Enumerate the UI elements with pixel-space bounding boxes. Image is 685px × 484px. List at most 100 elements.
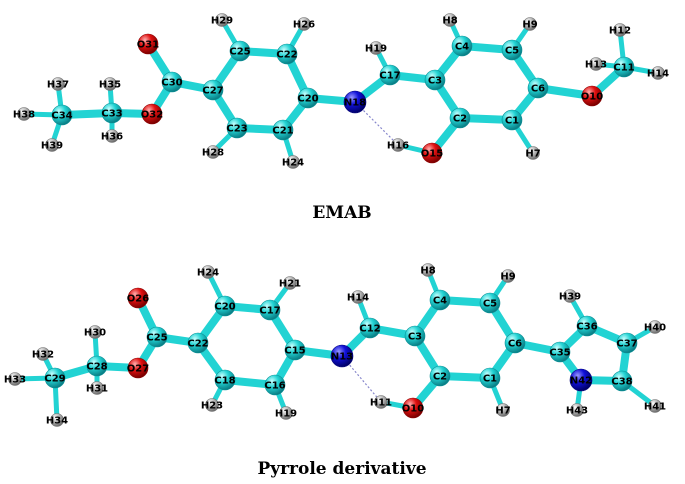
atom-label-0-C1: C1 [505,116,519,127]
atom-0-O32 [141,103,163,125]
atom-label-1-H11: H11 [370,398,392,409]
atom-label-0-O32: O32 [141,110,163,121]
atom-0-C21 [272,119,294,141]
atom-label-0-H19: H19 [365,44,387,55]
atom-0-H13 [589,57,603,71]
atom-0-C33 [101,102,123,124]
atom-label-0-H28: H28 [202,148,224,159]
atom-0-H14 [651,66,665,80]
atom-1-H41 [648,399,662,413]
atom-label-1-N42: N42 [570,376,592,387]
atom-label-1-C38: C38 [611,377,632,388]
atom-label-1-H19: H19 [275,409,297,420]
atom-1-C37 [616,332,638,354]
atom-1-H30 [88,325,102,339]
atom-label-1-C5: C5 [483,299,497,310]
atom-0-C1 [501,109,523,131]
atom-label-0-H35: H35 [99,80,121,91]
atom-1-H34 [50,413,64,427]
atom-0-H26 [297,17,311,31]
atom-1-H7 [496,403,510,417]
atom-0-H12 [613,23,627,37]
atom-label-1-C36: C36 [576,322,597,333]
atom-0-C20 [297,87,319,109]
caption-pyrrole-derivative: Pyrrole derivative [257,459,426,479]
atom-1-H43 [570,403,584,417]
atom-1-C25 [146,326,168,348]
atom-0-H36 [105,129,119,143]
atom-label-0-O10: O10 [581,92,603,103]
atom-1-H24 [201,265,215,279]
atom-1-C5 [479,292,501,314]
atom-0-H29 [215,13,229,27]
atom-label-1-C3: C3 [408,332,422,343]
atom-label-0-N18: N18 [344,98,366,109]
atom-1-C4 [429,289,451,311]
atom-1-H33 [8,372,22,386]
atom-1-H9 [501,269,515,283]
atom-label-1-C37: C37 [616,339,637,350]
atom-1-C35 [549,341,571,363]
atom-label-0-H38: H38 [13,110,35,121]
atom-1-C17 [259,299,281,321]
atom-label-0-C23: C23 [226,124,247,135]
atom-1-C16 [264,374,286,396]
atom-0-H19 [369,41,383,55]
atom-label-1-C4: C4 [433,296,447,307]
atom-label-1-H31: H31 [86,384,108,395]
atom-1-H23 [205,398,219,412]
atom-1-C29 [44,367,66,389]
atom-label-1-C2: C2 [433,372,447,383]
atom-1-C18 [214,369,236,391]
atom-label-1-H7: H7 [495,406,510,417]
atom-0-H24 [286,155,300,169]
atom-label-1-H30: H30 [84,328,106,339]
atom-0-C2 [449,107,471,129]
atom-label-1-C25: C25 [146,333,167,344]
atom-label-0-C17: C17 [379,71,400,82]
atom-1-H32 [36,347,50,361]
atom-0-O31 [137,33,159,55]
atom-label-0-H14: H14 [647,69,669,80]
atom-0-C17 [379,64,401,86]
atom-0-H39 [45,138,59,152]
atom-label-1-C28: C28 [86,362,107,373]
atom-label-1-C22: C22 [187,339,208,350]
atom-label-0-H16: H16 [387,141,409,152]
atoms-layer [8,13,665,427]
atom-label-0-H13: H13 [585,60,607,71]
atom-label-0-C27: C27 [202,86,223,97]
atom-1-H21 [283,276,297,290]
atom-label-1-O27: O27 [127,364,149,375]
atom-label-0-C21: C21 [272,126,293,137]
atom-label-1-H32: H32 [32,350,54,361]
atom-1-C36 [576,315,598,337]
atom-label-0-H8: H8 [442,16,457,27]
atom-0-C30 [161,71,183,93]
atom-label-1-H41: H41 [644,402,666,413]
atom-label-0-H37: H37 [47,80,69,91]
atom-label-1-H33: H33 [4,375,26,386]
atom-1-O10 [402,397,424,419]
atom-label-0-C2: C2 [453,114,467,125]
atom-label-0-H9: H9 [522,20,537,31]
atom-label-1-C35: C35 [549,348,570,359]
atom-label-1-H21: H21 [279,279,301,290]
atom-label-1-C15: C15 [284,346,305,357]
atom-label-1-H8: H8 [420,266,435,277]
atom-1-H19 [279,406,293,420]
atom-0-C22 [276,43,298,65]
atom-0-H9 [523,17,537,31]
atom-0-N18 [343,90,367,114]
atom-1-H31 [90,381,104,395]
atom-0-C6 [527,77,549,99]
atom-label-1-H34: H34 [46,416,68,427]
atom-label-0-H24: H24 [282,158,304,169]
atom-1-O27 [127,357,149,379]
atom-label-0-C20: C20 [297,94,318,105]
atom-1-C1 [479,367,501,389]
atom-1-C22 [187,332,209,354]
atom-label-1-H14: H14 [347,293,369,304]
